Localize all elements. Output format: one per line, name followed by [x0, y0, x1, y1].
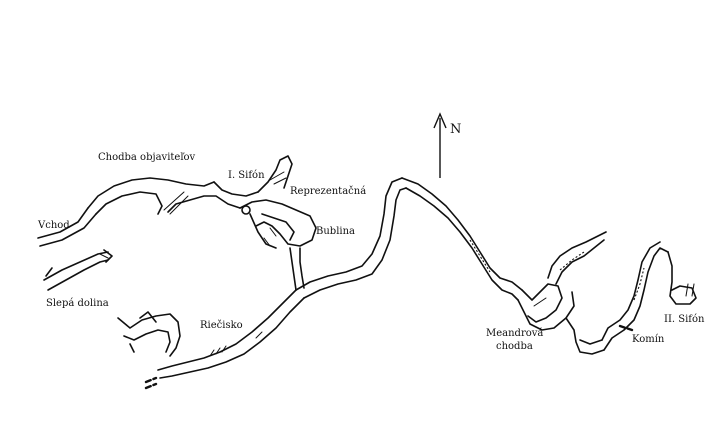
ii-sifon-passage	[601, 241, 697, 351]
label-ricisko: Riečisko	[200, 320, 243, 331]
slepa-dolina-passage	[43, 249, 113, 291]
north-arrow-icon	[433, 112, 447, 178]
i-sifon-passage	[257, 155, 293, 193]
label-chodba: chodba	[496, 341, 533, 352]
eastern-passage	[401, 177, 523, 301]
label-ii-sifon: II. Sifón	[664, 314, 705, 325]
reprezentacna-chamber	[239, 199, 317, 291]
main-passage	[144, 177, 407, 390]
label-i-sifon: I. Sifón	[228, 170, 265, 181]
ricisko-branch	[117, 311, 263, 357]
label-komin: Komín	[632, 334, 665, 345]
label-chodba-objavitelov: Chodba objaviteľov	[98, 152, 196, 163]
label-bublina: Bublina	[316, 226, 355, 237]
label-reprezentacna: Reprezentačná	[290, 186, 367, 197]
label-slepa-dolina: Slepá dolina	[46, 298, 109, 309]
label-meandrova: Meandrová	[486, 328, 544, 339]
entrance-passage	[37, 207, 97, 277]
chodba-objavitelov-passage	[87, 177, 259, 215]
meandrova-chodba-passage	[517, 231, 607, 355]
north-label: N	[450, 122, 462, 137]
label-vchod: Vchod	[38, 220, 70, 231]
